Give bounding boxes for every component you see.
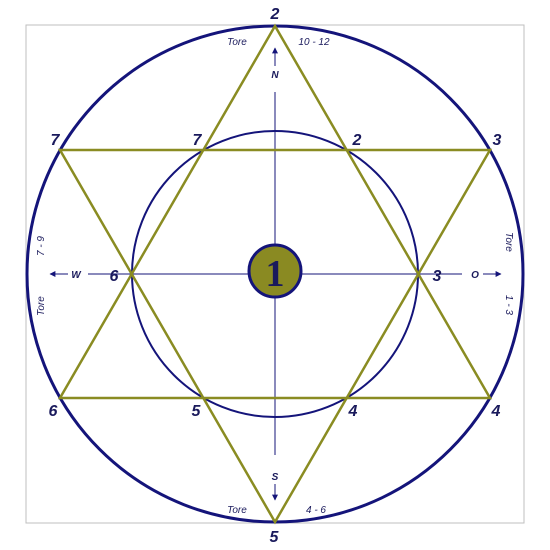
arc-label-top-right: 10 - 12 [298, 37, 330, 48]
outer-point-upper-right: 3 [493, 132, 502, 149]
inner-point-upper-left: 7 [193, 132, 203, 149]
center-circle [247, 243, 303, 299]
outer-point-upper-left: 7 [51, 132, 61, 149]
downward-triangle [57, 148, 493, 525]
outer-point-bottom: 5 [270, 529, 280, 546]
outer-point-lower-left: 6 [49, 403, 58, 420]
inner-point-lower-left: 5 [192, 403, 202, 420]
outer-point-lower-right: 4 [491, 403, 501, 420]
direction-south: S [272, 472, 279, 483]
arc-label-right-bottom: 1 - 3 [503, 295, 514, 315]
direction-north: N [271, 70, 279, 81]
upward-triangle [57, 23, 493, 400]
outer-point-top: 2 [270, 6, 280, 23]
center-label: 1 [266, 253, 285, 295]
arc-label-left-top: 7 - 9 [36, 236, 47, 256]
inner-point-lower-right: 4 [348, 403, 358, 420]
direction-east: O [471, 270, 479, 281]
arc-label-top-left: Tore [227, 37, 247, 48]
inner-point-left: 6 [110, 268, 119, 285]
arc-label-bottom-left: Tore [227, 505, 247, 516]
arc-label-bottom-right: 4 - 6 [306, 505, 326, 516]
inner-point-right: 3 [433, 268, 442, 285]
direction-west: W [71, 270, 82, 281]
arc-label-right-top: Tore [503, 232, 514, 252]
arc-label-left-bottom: Tore [36, 296, 47, 316]
inner-point-upper-right: 2 [352, 132, 362, 149]
